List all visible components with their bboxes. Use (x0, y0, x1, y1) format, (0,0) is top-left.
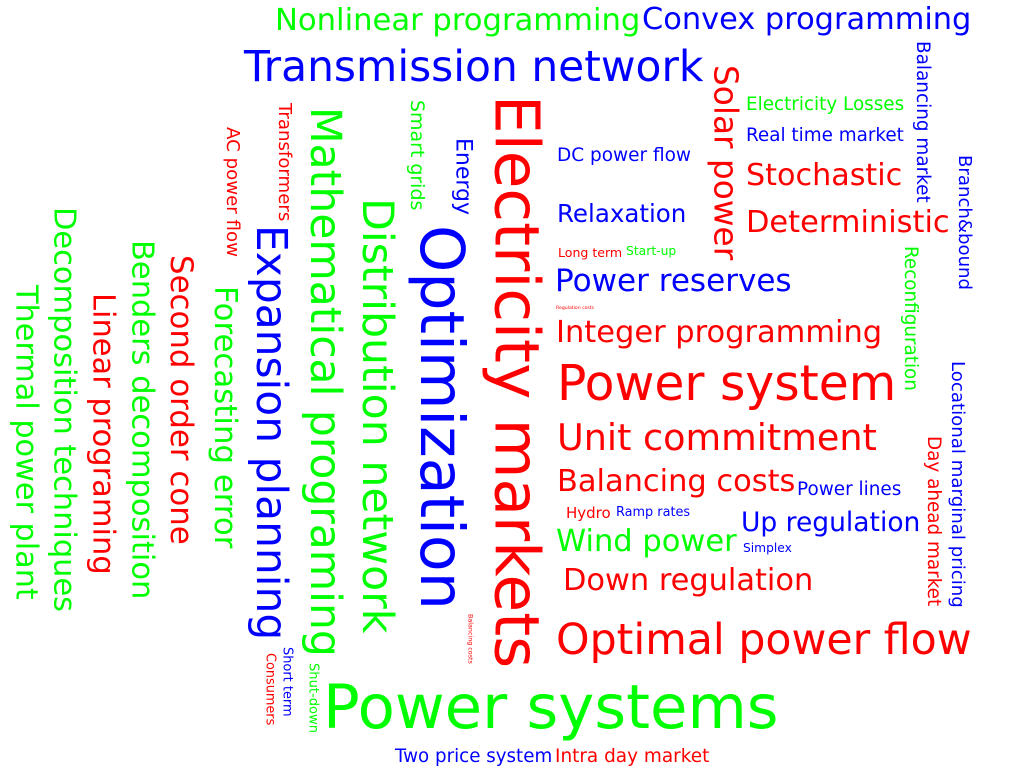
word-decomposition-techniques: Decomposition techniques (46, 207, 82, 613)
word-real-time-market: Real time market (746, 125, 904, 146)
word-distribution-network: Distribution network (352, 198, 403, 634)
word-linear-programing: Linear programing (85, 293, 121, 575)
word-down-regulation: Down regulation (563, 563, 814, 598)
word-smart-grids: Smart grids (405, 100, 428, 211)
word-two-price-system: Two price system (395, 746, 553, 767)
word-electricity-markets: Electricity markets (480, 95, 552, 669)
word-nonlinear-programming: Nonlinear programming (275, 3, 641, 38)
word-balancing-costs: Balancing costs (557, 464, 796, 499)
word-mathematical-programing: Mathematical programing (299, 107, 349, 657)
word-ramp-rates: Ramp rates (616, 505, 691, 520)
word-balancing-market: Balancing market (912, 41, 934, 203)
word-shut-down: Shut-down (305, 663, 321, 734)
word-benders-decomposition: Benders decomposition (124, 240, 160, 600)
word-solar-power: Solar power (706, 65, 745, 261)
word-energy: Energy (450, 138, 476, 216)
word-thermal-power-plant: Thermal power plant (8, 285, 44, 600)
word-optimization: Optimization (406, 225, 477, 610)
word-dc-power-flow: DC power flow (557, 145, 691, 166)
word-consumers: Consumers (262, 653, 278, 726)
word-power-lines: Power lines (797, 479, 902, 500)
word-simplex: Simplex (743, 541, 792, 555)
word-reconfiguration: Reconfiguration (900, 246, 921, 391)
word-ac-power-flow: AC power flow (221, 127, 243, 257)
word-power-system: Power system (557, 355, 897, 412)
word-forecasting-error: Forecasting error (206, 286, 243, 549)
word-relaxation: Relaxation (557, 199, 687, 228)
word-optimal-power-flow: Optimal power flow (556, 615, 972, 665)
word-day-ahead-market: Day ahead market (923, 436, 945, 607)
word-wind-power: Wind power (556, 524, 737, 559)
word-branch-bound: Branch&bound (953, 155, 975, 291)
word-integer-programming: Integer programming (556, 315, 883, 350)
word-transformers: Transformers (273, 103, 295, 222)
word-unit-commitment: Unit commitment (557, 416, 877, 459)
word-hydro: Hydro (566, 504, 611, 522)
word-up-regulation: Up regulation (741, 507, 921, 538)
word-power-systems: Power systems (323, 672, 779, 743)
word-second-order-cone: Second order cone (163, 255, 199, 545)
word-power-reserves: Power reserves (555, 263, 792, 299)
word-regulation-costs: Regulation costs (556, 306, 595, 311)
word-transmission-network: Transmission network (244, 42, 704, 91)
word-long-term: Long term (558, 245, 623, 260)
word-balancing-costs: Balancing costs (466, 614, 475, 664)
word-stochastic: Stochastic (746, 158, 903, 193)
word-locational-marginal-pricing: Locational marginal pricing (946, 361, 968, 608)
word-start-up: Start-up (626, 244, 677, 258)
word-intra-day-market: Intra day market (555, 746, 710, 767)
word-short-term: Short term (279, 647, 295, 717)
word-expansion-planning: Expansion planning (246, 225, 296, 641)
word-electricity-losses: Electricity Losses (746, 94, 905, 115)
word-deterministic: Deterministic (746, 205, 950, 240)
word-convex-programming: Convex programming (642, 2, 972, 37)
